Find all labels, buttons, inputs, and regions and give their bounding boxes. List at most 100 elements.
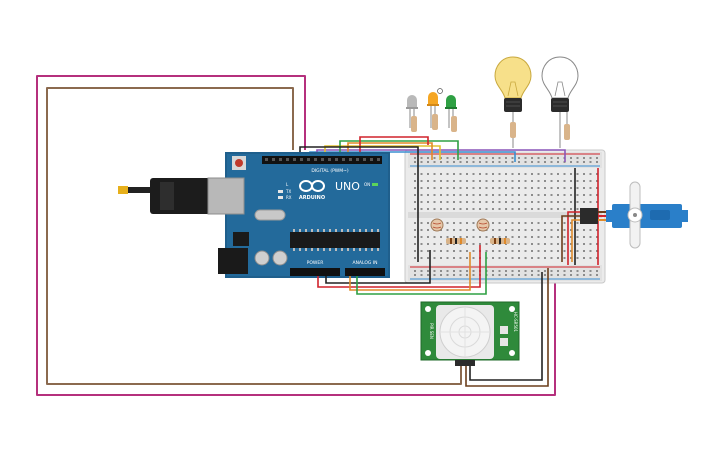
breadboard-hole	[583, 173, 585, 175]
breadboard-hole	[570, 194, 572, 196]
breadboard-hole	[446, 194, 449, 196]
breadboard-hole	[459, 229, 462, 231]
breadboard-hole	[414, 243, 416, 245]
breadboard-hole	[589, 180, 592, 182]
breadboard-hole	[485, 201, 488, 203]
breadboard-hole	[537, 229, 540, 231]
green-wire	[339, 140, 459, 160]
breadboard-hole	[420, 173, 423, 175]
breadboard-hole	[524, 187, 527, 189]
breadboard-hole	[414, 257, 416, 259]
breadboard-hole	[446, 236, 449, 238]
breadboard-hole	[563, 243, 566, 245]
digital-header-label: DIGITAL (PWM~)	[311, 168, 349, 174]
led-orange	[427, 88, 443, 130]
chip-pin	[317, 248, 319, 251]
on-led	[372, 183, 378, 186]
chip-pin	[323, 248, 325, 251]
breadboard-hole	[544, 161, 546, 163]
breadboard-hole	[531, 157, 533, 159]
breadboard-hole	[576, 208, 579, 210]
breadboard-hole	[505, 194, 507, 196]
breadboard-hole	[576, 274, 579, 276]
breadboard-hole	[505, 157, 507, 159]
breadboard-hole	[485, 161, 488, 163]
breadboard-hole	[583, 229, 585, 231]
breadboard-hole	[498, 250, 501, 252]
chip-pin	[335, 229, 337, 232]
breadboard-hole	[459, 201, 462, 203]
breadboard-hole	[524, 222, 527, 224]
breadboard-hole	[531, 236, 533, 238]
breadboard-hole	[596, 274, 598, 276]
breadboard-hole	[557, 194, 559, 196]
breadboard-hole	[420, 157, 423, 159]
breadboard-hole	[576, 187, 579, 189]
breadboard-hole	[511, 229, 514, 231]
breadboard-hole	[550, 243, 553, 245]
pir-pot-2	[500, 338, 508, 346]
breadboard-hole	[570, 187, 572, 189]
breadboard-hole	[453, 180, 455, 182]
header-pin	[370, 158, 373, 161]
breadboard-bottom-rail	[408, 265, 602, 281]
header-pin	[363, 158, 366, 161]
breadboard-hole	[576, 180, 579, 182]
breadboard-hole	[531, 274, 533, 276]
breadboard-hole	[427, 173, 429, 175]
breadboard-hole	[440, 194, 442, 196]
breadboard-hole	[459, 187, 462, 189]
breadboard-hole	[433, 187, 436, 189]
breadboard-hole	[531, 208, 533, 210]
breadboard-hole	[583, 236, 585, 238]
breadboard-hole	[466, 243, 468, 245]
breadboard-hole	[583, 270, 585, 272]
breadboard-hole	[511, 243, 514, 245]
breadboard-hole	[576, 270, 579, 272]
breadboard-hole	[472, 250, 475, 252]
breadboard-hole	[446, 161, 449, 163]
breadboard-hole	[511, 157, 514, 159]
breadboard-hole	[433, 157, 436, 159]
breadboard-hole	[557, 250, 559, 252]
breadboard-hole	[485, 157, 488, 159]
breadboard-hole	[531, 222, 533, 224]
chip-pin	[371, 229, 373, 232]
breadboard-hole	[563, 236, 566, 238]
breadboard-hole	[518, 236, 520, 238]
breadboard-hole	[485, 208, 488, 210]
breadboard-hole	[596, 229, 598, 231]
breadboard-hole	[557, 243, 559, 245]
usb-plug	[150, 178, 210, 214]
chip-pin	[329, 248, 331, 251]
breadboard-hole	[420, 250, 423, 252]
breadboard-hole	[583, 194, 585, 196]
header-pin	[342, 158, 345, 161]
orange-wire-a0	[349, 252, 471, 291]
breadboard-hole	[544, 194, 546, 196]
breadboard-hole	[420, 208, 423, 210]
breadboard-hole	[589, 257, 592, 259]
reset-button-cap	[235, 159, 243, 167]
breadboard-hole	[433, 173, 436, 175]
breadboard-hole	[524, 201, 527, 203]
chip-pin	[377, 248, 379, 251]
breadboard-hole	[511, 274, 514, 276]
breadboard-hole	[466, 194, 468, 196]
red-wire-5v	[317, 245, 481, 288]
breadboard-hole	[576, 157, 579, 159]
breadboard-hole	[420, 270, 423, 272]
breadboard-hole	[433, 243, 436, 245]
chip-pin	[347, 229, 349, 232]
breadboard-hole	[518, 257, 520, 259]
breadboard-hole	[440, 274, 442, 276]
breadboard-hole	[498, 274, 501, 276]
arduino-logo	[299, 180, 325, 192]
chip-pin	[341, 248, 343, 251]
breadboard-hole	[485, 243, 488, 245]
breadboard-hole	[472, 236, 475, 238]
chip-pin	[299, 248, 301, 251]
breadboard-hole	[524, 208, 527, 210]
breadboard-hole	[596, 187, 598, 189]
